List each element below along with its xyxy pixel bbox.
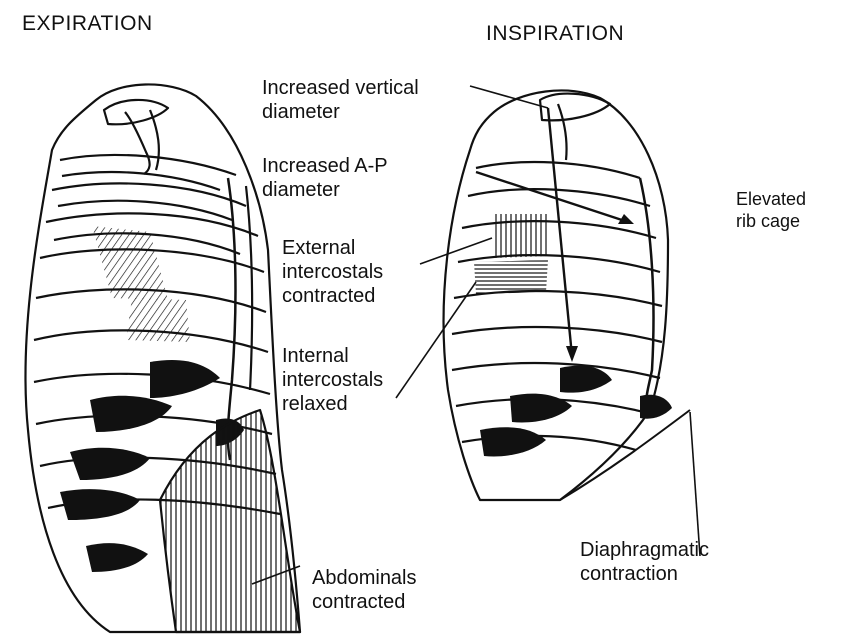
expiration-rib-cage xyxy=(25,84,300,632)
inspiration-rib-cage xyxy=(444,90,690,500)
